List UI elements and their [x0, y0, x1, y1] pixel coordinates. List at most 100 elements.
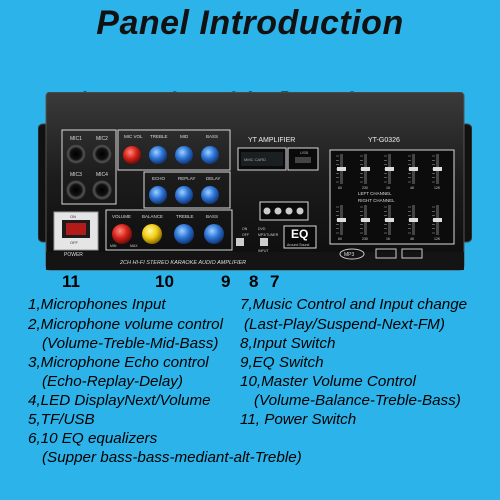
svg-text:VOLUME: VOLUME [112, 214, 131, 219]
mic-bass-knob [201, 146, 219, 164]
svg-text:MIN: MIN [110, 244, 117, 248]
next-button [285, 207, 293, 215]
svg-text:BASS: BASS [206, 134, 218, 139]
feature-item: (Supper bass-bass-mediant-alt-Treble) [42, 449, 302, 466]
delay-knob [201, 186, 219, 204]
svg-text:DVD: DVD [258, 227, 266, 231]
mic-mid-knob [175, 146, 193, 164]
feature-item: 4,LED DisplayNext/Volume [28, 392, 211, 409]
master-volume-knob [112, 224, 132, 244]
eq-sliders-bottom: 60 230 1K 4K 12K [336, 205, 442, 241]
eq-slider-knob [361, 167, 370, 171]
eq-slider-knob [337, 167, 346, 171]
svg-text:OFF: OFF [70, 240, 79, 245]
eq-slider-knob [409, 218, 418, 222]
feature-item: 6,10 EQ equalizers [28, 430, 158, 447]
svg-text:ECHO: ECHO [152, 176, 166, 181]
eq-frequency-label: 60 [338, 186, 342, 190]
eq-slider-knob [385, 167, 394, 171]
feature-item: (Last-Play/Suspend-Next-FM) [244, 316, 445, 333]
page-title: Panel Introduction [96, 4, 404, 42]
svg-text:MMC CARD: MMC CARD [244, 157, 266, 162]
eq-frequency-label: 12K [434, 186, 441, 190]
mic3-label: MIC3 [70, 172, 82, 178]
input-switch [260, 238, 268, 246]
power-switch [66, 223, 86, 235]
eq-sliders-top: 60 230 1K 4K 12K [336, 154, 442, 190]
callout-11: 11 [62, 272, 80, 291]
mic-volume-knob [123, 146, 141, 164]
eq-slider-knob [433, 167, 442, 171]
svg-text:INPUT: INPUT [258, 249, 269, 253]
feature-item: (Echo-Replay-Delay) [42, 373, 183, 390]
replay-knob [175, 186, 193, 204]
svg-text:REPLAY: REPLAY [178, 176, 195, 181]
eq-frequency-label: 1K [386, 237, 391, 241]
model-right: YT-G0326 [368, 137, 400, 144]
svg-text:MIC VOL: MIC VOL [124, 134, 143, 139]
eq-frequency-label: 4K [410, 237, 415, 241]
svg-text:USB: USB [300, 150, 309, 155]
eq-frequency-label: 12K [434, 237, 441, 241]
feature-item: 1,Microphones Input [28, 296, 166, 313]
play-pause-button [274, 207, 282, 215]
eq-frequency-label: 230 [362, 186, 368, 190]
feature-list: 1,Microphones Input 2,Microphone volume … [0, 292, 500, 500]
svg-text:MP3/TUNER: MP3/TUNER [258, 233, 279, 237]
feature-item: (Volume-Balance-Treble-Bass) [254, 392, 461, 409]
feature-item: 9,EQ Switch [240, 354, 324, 371]
eq-frequency-label: 230 [362, 237, 368, 241]
eq-switch [236, 238, 244, 246]
mic2-jack [92, 144, 112, 164]
svg-text:LEFT CHANNEL: LEFT CHANNEL [358, 191, 392, 196]
eq-frequency-label: 60 [338, 237, 342, 241]
svg-text:ON: ON [70, 214, 76, 219]
callout-7: 7 [270, 272, 280, 291]
callout-10: 10 [155, 272, 174, 291]
eq-slider-knob [433, 218, 442, 222]
svg-text:TREBLE: TREBLE [176, 214, 194, 219]
balance-knob [142, 224, 162, 244]
eq-slider-knob [361, 218, 370, 222]
svg-text:MP3: MP3 [344, 252, 355, 258]
eq-frequency-label: 1K [386, 186, 391, 190]
svg-text:MAX: MAX [130, 244, 138, 248]
feature-item: 11, Power Switch [240, 411, 357, 428]
svg-text:DELAY: DELAY [206, 176, 220, 181]
amplifier-front-panel: MIC1 MIC2 MIC3 MIC4 MIC VOL TREBLE MID B… [38, 92, 472, 271]
svg-text:ON: ON [242, 227, 248, 231]
feature-item: 7,Music Control and Input change [240, 296, 468, 313]
svg-text:BALANCE: BALANCE [142, 214, 163, 219]
svg-text:RIGHT CHANNEL: RIGHT CHANNEL [358, 198, 395, 203]
mic4-label: MIC4 [96, 172, 108, 178]
callout-8: 8 [249, 272, 259, 291]
feature-item: 2,Microphone volume control [28, 316, 224, 333]
prev-button [263, 207, 271, 215]
eq-slider-knob [409, 167, 418, 171]
svg-text:POWER: POWER [64, 252, 83, 258]
mic2-label: MIC2 [96, 136, 108, 142]
feature-item: 5,TF/USB [28, 411, 95, 428]
svg-text:MID: MID [180, 134, 189, 139]
eq-frequency-label: 4K [410, 186, 415, 190]
model-left: YT AMPLIFIER [248, 137, 295, 144]
callout-9: 9 [221, 272, 231, 291]
eq-slider-knob [385, 218, 394, 222]
svg-text:Around Sound: Around Sound [287, 243, 309, 247]
mic4-jack [92, 180, 112, 200]
mode-button [296, 207, 304, 215]
feature-item: 3,Microphone Echo control [28, 354, 209, 371]
master-bass-knob [204, 224, 224, 244]
feature-item: (Volume-Treble-Mid-Bass) [42, 335, 219, 352]
feature-item: 8,Input Switch [240, 335, 336, 352]
svg-text:TREBLE: TREBLE [150, 134, 168, 139]
svg-text:BASS: BASS [206, 214, 218, 219]
mic-treble-knob [149, 146, 167, 164]
eq-slider-knob [337, 218, 346, 222]
mic3-jack [66, 180, 86, 200]
mic1-label: MIC1 [70, 136, 82, 142]
master-treble-knob [174, 224, 194, 244]
eq-logo: EQ [291, 227, 308, 241]
svg-text:2CH HI-FI STEREO KARAOKE AUDIO: 2CH HI-FI STEREO KARAOKE AUDIO AMPLIFIER [119, 260, 246, 266]
svg-text:OFF: OFF [242, 233, 249, 237]
